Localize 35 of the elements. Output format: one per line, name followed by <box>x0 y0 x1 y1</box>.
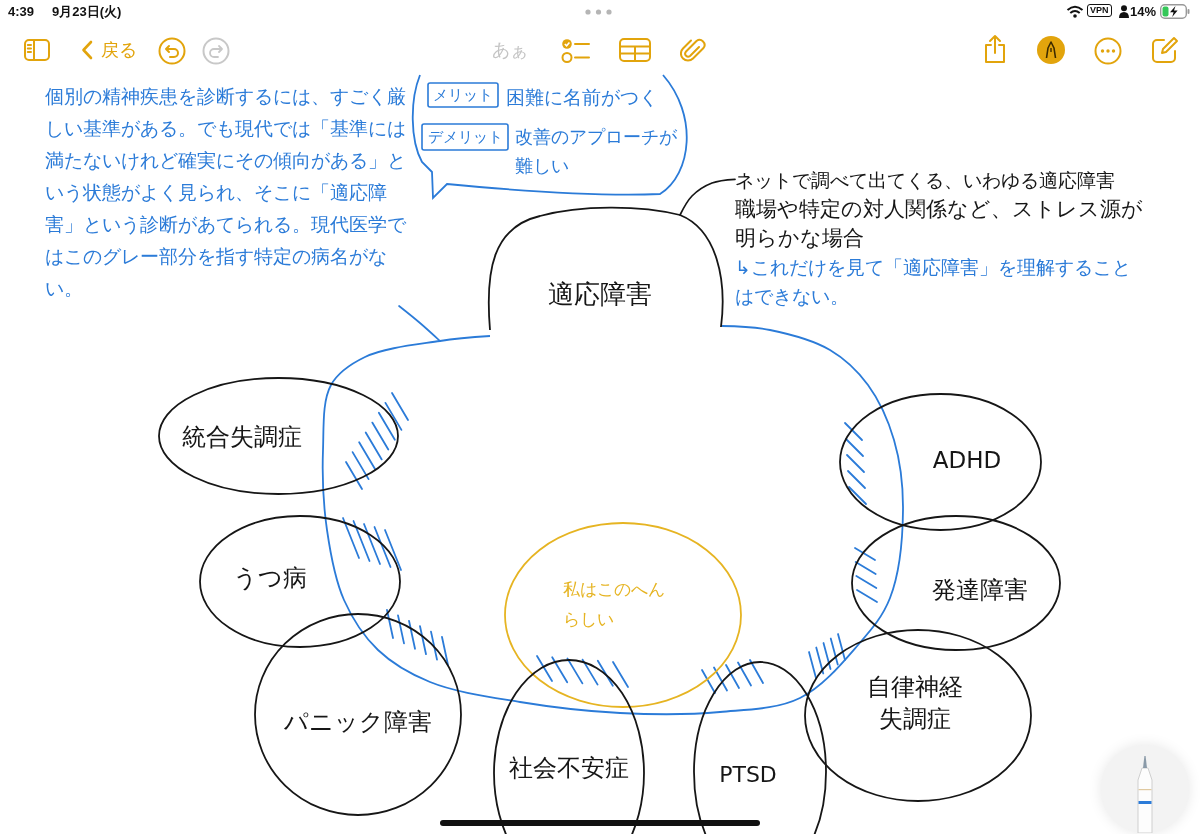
note-text: 職場や特定の対人関係など、ストレス源が明らかな場合 <box>735 196 1144 252</box>
leader-line <box>398 305 441 342</box>
oval-node <box>157 376 400 496</box>
note-text: 改善のアプローチが難しい <box>515 125 678 178</box>
tag-box <box>421 123 509 151</box>
note-text: 個別の精神疾患を診断するには、すごく厳しい基準がある。でも現代では「基準には満たないけれど確実にその傾向がある」という状態がよく見られ、そこに「適応障害」という診断があてられる。現代医学ではこのグレー部分を指す特定の病名がない。 <box>45 84 407 301</box>
node-label: デメリット <box>426 127 504 148</box>
battery-percentage: 14% <box>1130 4 1157 20</box>
oval-node <box>198 514 402 649</box>
oval-node <box>253 612 463 817</box>
oval-node <box>850 514 1062 652</box>
leader-line <box>679 178 736 216</box>
node-label: 社会不安症 <box>508 753 630 783</box>
node-label: 統合失調症 <box>181 422 303 452</box>
highlight-circle <box>503 521 743 709</box>
note-text: ↳これだけを見て「適応障害」を理解することはできない。 <box>735 256 1132 309</box>
note-text: 困難に名前がつく <box>506 85 659 110</box>
node-label: ADHD <box>931 446 1003 475</box>
node-label: 私はこのへんらしい <box>563 578 666 631</box>
oval-node <box>803 628 1033 803</box>
node-label: 適応障害 <box>547 278 653 310</box>
node-label: うつ病 <box>232 563 308 593</box>
back-label: 戻る <box>101 39 137 62</box>
tag-box <box>427 82 499 108</box>
note-text: ネットで調べて出てくる、いわゆる適応障害 <box>735 168 1116 193</box>
node-label: PTSD <box>718 761 778 789</box>
status-time: 4:39 <box>8 4 35 20</box>
node-label: 発達障害 <box>931 575 1029 605</box>
oval-node <box>838 392 1043 532</box>
status-date: 9月23日(火) <box>52 4 122 20</box>
node-label: メリット <box>432 85 494 106</box>
format-label: あぁ <box>492 39 528 62</box>
node-label: 自律神経失調症 <box>866 672 964 735</box>
node-label: パニック障害 <box>283 707 433 737</box>
vpn-indicator: VPN <box>1087 4 1112 17</box>
